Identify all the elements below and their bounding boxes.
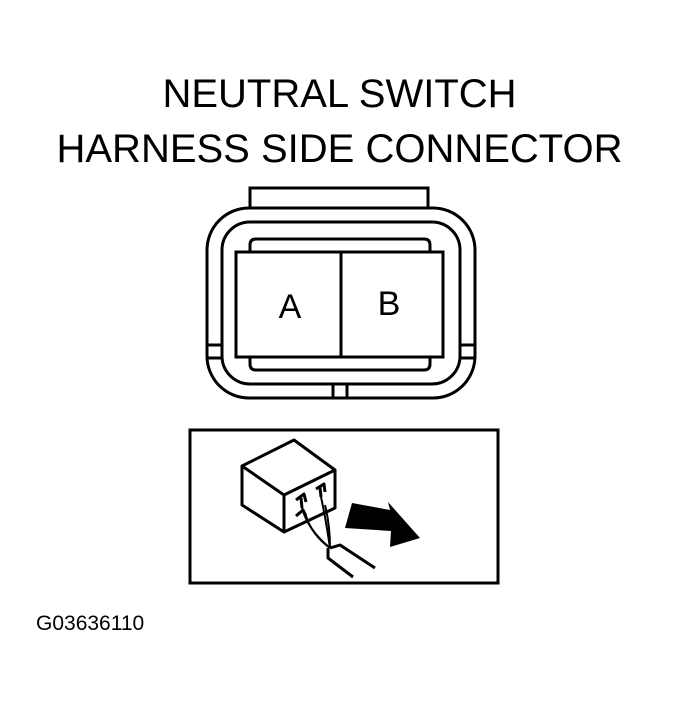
pin-label-b: B	[378, 285, 401, 323]
pin-label-a: A	[279, 288, 302, 326]
title-line-1: NEUTRAL SWITCH	[162, 72, 517, 116]
connector-face	[205, 186, 477, 400]
title-line-2: HARNESS SIDE CONNECTOR	[56, 127, 623, 171]
inset-illustration	[188, 428, 500, 585]
harness-connector-icon	[240, 438, 376, 579]
figure-code: G03636110	[36, 612, 145, 635]
arrow-icon	[345, 502, 420, 547]
